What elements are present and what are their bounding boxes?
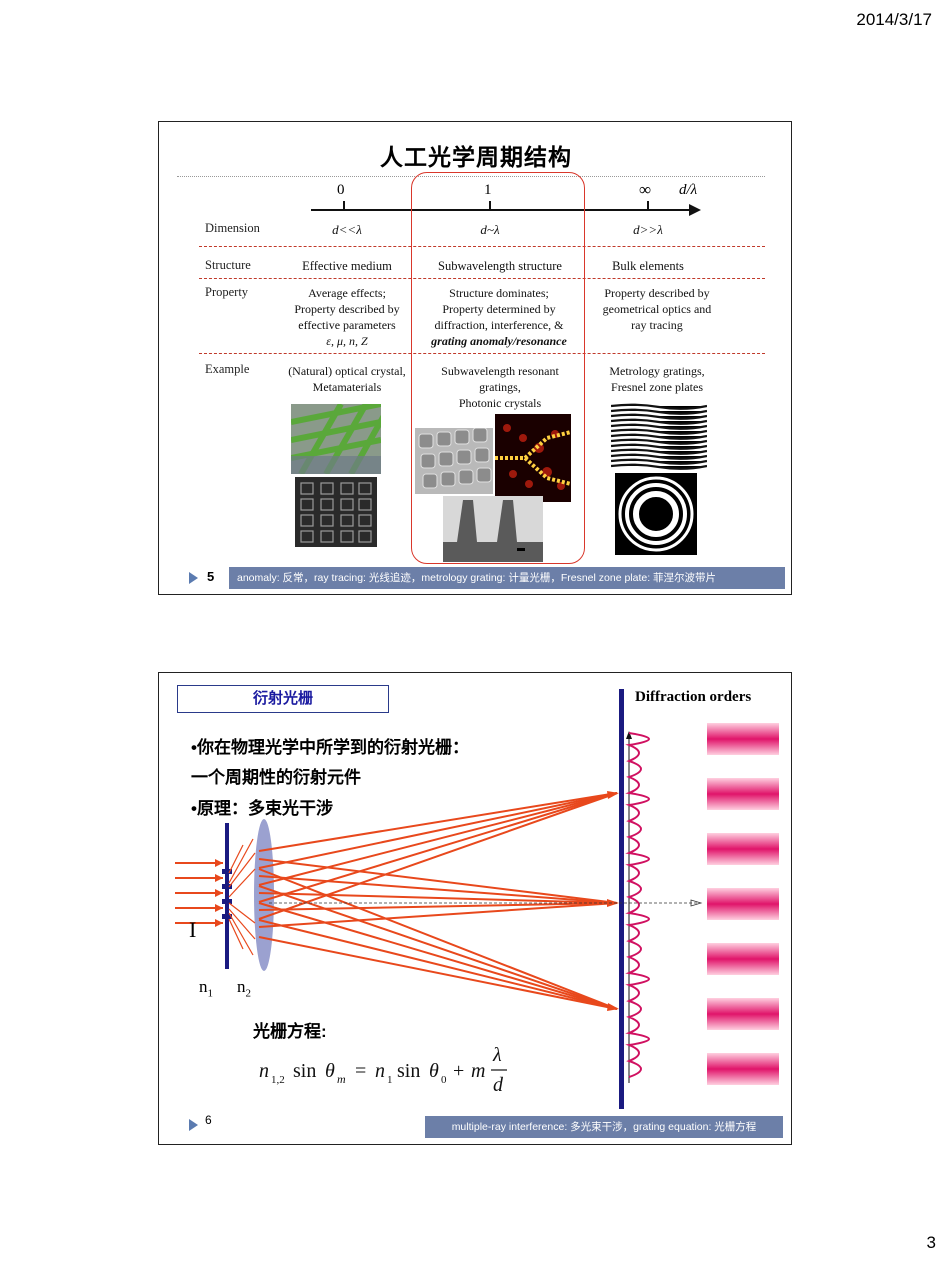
subwavelength-highlight-box	[411, 172, 585, 564]
bullet-principle: •原理：多束光干涉	[191, 799, 333, 818]
col3-structure: Bulk elements	[612, 259, 684, 273]
row-separator	[199, 278, 765, 279]
slide-diffraction-grating: 衍射光栅 •你在物理光学中所学到的衍射光栅： 一个周期性的衍射元件 •原理：多束…	[158, 672, 792, 1145]
slide-number: 5	[207, 569, 215, 584]
col2-example: Subwavelength resonant gratings, Photoni…	[441, 364, 559, 410]
grating-equation-formula: n 1,2 sin θ m = n 1 sin θ 0 + m λ d	[259, 1044, 507, 1096]
axis-unit: d/λ	[679, 182, 698, 198]
label-incident-intensity: I	[189, 917, 197, 942]
page-date: 2014/3/17	[856, 10, 932, 29]
svg-text:n: n	[259, 1060, 269, 1082]
row-separator	[199, 353, 765, 354]
svg-text:1: 1	[387, 1074, 393, 1086]
label-n1: n1	[199, 977, 213, 1000]
svg-text:n: n	[375, 1060, 385, 1082]
col1-example: (Natural) optical crystal, Metamaterials	[288, 364, 406, 394]
col3-dimension: d>>λ	[633, 222, 663, 237]
svg-text:d: d	[493, 1074, 504, 1096]
row-label-dimension: Dimension	[205, 221, 260, 235]
svg-text:+: +	[453, 1060, 464, 1082]
axis-tick-0: 0	[337, 182, 345, 198]
col3-example: Metrology gratings, Fresnel zone plates	[609, 364, 705, 394]
row-separator	[199, 246, 765, 247]
grating-equation-label: 光栅方程:	[253, 1022, 327, 1041]
row-label-example: Example	[205, 362, 250, 376]
diffraction-diagram	[175, 689, 779, 1109]
split-ring-array-image	[295, 477, 377, 547]
slide-number: 6	[205, 1113, 212, 1127]
svg-text:1,2: 1,2	[271, 1074, 285, 1086]
col1-dimension: d<<λ	[332, 222, 362, 237]
svg-text:=: =	[355, 1060, 366, 1082]
slide-artificial-periodic-structures: 人工光学周期结构 0 1 ∞ d/λ Dimension Structure P…	[158, 121, 792, 595]
col1-property: Average effects; Property described by e…	[294, 286, 400, 348]
slide-footer-glossary: anomaly: 反常，ray tracing: 光线追迹，metrology …	[229, 567, 785, 589]
axis-tick-1: 1	[484, 182, 492, 198]
col1-structure: Effective medium	[302, 259, 392, 273]
svg-text:θ: θ	[429, 1060, 439, 1082]
axis-tick-infinity: ∞	[639, 180, 652, 199]
photonic-crystal-field-image	[495, 414, 571, 502]
col3-property: Property described by geometrical optics…	[602, 286, 712, 332]
title-divider	[177, 176, 765, 177]
svg-text:m: m	[337, 1072, 346, 1086]
row-label-property: Property	[205, 285, 249, 299]
resonant-grating-sem-image	[443, 496, 543, 562]
bullet-physical-optics: •你在物理光学中所学到的衍射光栅：	[191, 738, 469, 757]
photonic-crystal-sem-image	[415, 428, 493, 494]
svg-text:θ: θ	[325, 1060, 335, 1082]
col2-property: Structure dominates; Property determined…	[431, 286, 567, 348]
svg-text:0: 0	[441, 1074, 447, 1086]
svg-text:λ: λ	[492, 1044, 502, 1066]
svg-text:sin: sin	[293, 1060, 316, 1082]
slide-footer-glossary: multiple-ray interference: 多光束干涉，grating…	[425, 1116, 783, 1138]
svg-text:sin: sin	[397, 1060, 420, 1082]
svg-text:m: m	[471, 1060, 485, 1082]
diffraction-orders-label: Diffraction orders	[635, 689, 752, 705]
page-number: 3	[926, 1233, 936, 1252]
col2-dimension: d~λ	[480, 222, 500, 237]
slide-title: 衍射光栅	[177, 685, 389, 713]
slide-marker-icon	[189, 572, 198, 584]
label-n2: n2	[237, 977, 251, 1000]
d-lambda-axis	[311, 201, 701, 216]
slide-marker-icon	[189, 1119, 198, 1131]
col2-structure: Subwavelength structure	[438, 259, 562, 273]
row-label-structure: Structure	[205, 258, 251, 272]
metrology-grating-image	[611, 402, 707, 470]
text-periodic-element: 一个周期性的衍射元件	[191, 768, 361, 787]
fresnel-zone-plate-image	[615, 473, 697, 555]
slide-title: 人工光学周期结构	[380, 144, 572, 170]
woodpile-metamaterial-image	[291, 404, 381, 474]
